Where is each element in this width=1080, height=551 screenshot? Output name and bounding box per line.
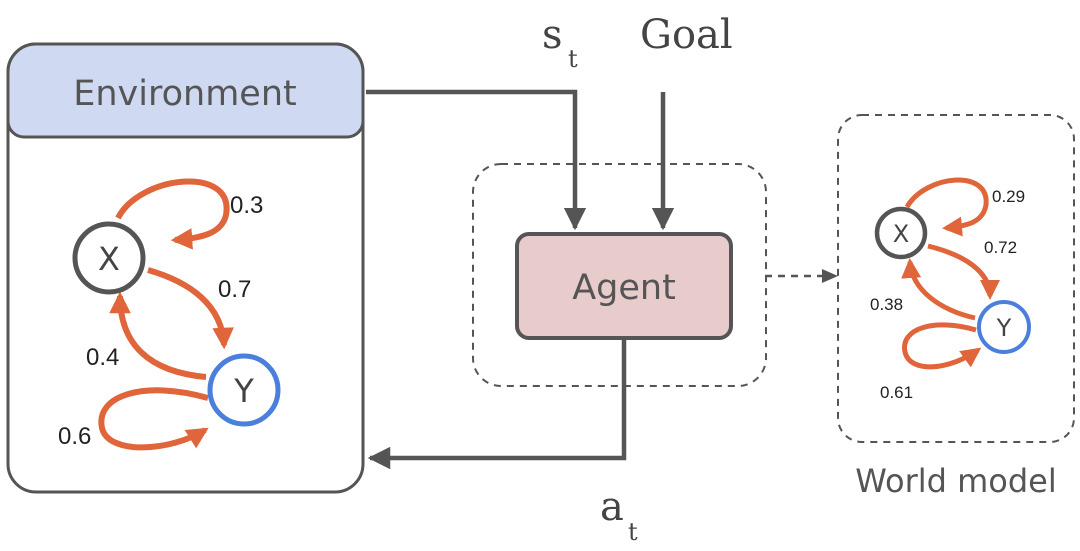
arrow-env-to-agent (366, 89, 587, 231)
agent-box (515, 232, 733, 340)
wm-prob-xy: 0.72 (984, 238, 1017, 257)
wm-edge-y-self (902, 322, 982, 370)
agent-label: Agent (572, 268, 676, 308)
action-subscript: t (628, 518, 638, 546)
arrow-agent-to-world-model-head (822, 269, 838, 283)
wm-prob-yx: 0.38 (870, 295, 903, 314)
env-prob-xx: 0.3 (230, 192, 263, 219)
wm-node-y-label: Y (996, 314, 1012, 342)
wm-node-y (977, 300, 1031, 354)
env-node-x (72, 221, 146, 295)
wm-node-x (874, 206, 928, 260)
agent-panel: Agent (472, 163, 767, 387)
environment-title: Environment (73, 74, 296, 114)
agent-dashed-boundary (472, 163, 767, 387)
edge-y-to-x (109, 291, 207, 380)
edge-x-to-y (147, 267, 234, 350)
env-node-y-label: Y (233, 372, 254, 410)
wm-prob-xx: 0.29 (992, 187, 1025, 206)
edge-x-self (115, 178, 230, 250)
env-node-y (207, 353, 281, 427)
state-subscript: t (568, 45, 578, 73)
world-model-title: World model (855, 462, 1057, 500)
world-model-panel: X Y 0.29 0.72 0.38 0.61 World model (837, 114, 1075, 500)
action-label: a (600, 484, 624, 530)
state-label: s (542, 12, 563, 58)
wm-edge-x-to-y (927, 243, 1000, 300)
env-node-x-label: X (98, 240, 120, 278)
environment-panel: Environment X Y 0.3 0.7 0.4 0.6 (6, 42, 365, 494)
edge-y-self (98, 387, 209, 451)
goal-label: Goal (640, 12, 733, 58)
connectors (366, 89, 838, 470)
env-prob-xy: 0.7 (218, 276, 251, 303)
environment-header (6, 42, 365, 139)
wm-prob-yy: 0.61 (880, 383, 913, 402)
wm-edge-x-self (904, 177, 989, 237)
world-model-dashed-boundary (837, 114, 1075, 443)
wm-node-x-label: X (893, 220, 909, 248)
env-prob-yy: 0.6 (58, 423, 91, 450)
wm-edge-y-to-x (901, 258, 976, 321)
arrow-agent-to-env (367, 338, 627, 470)
env-prob-yx: 0.4 (86, 344, 119, 371)
